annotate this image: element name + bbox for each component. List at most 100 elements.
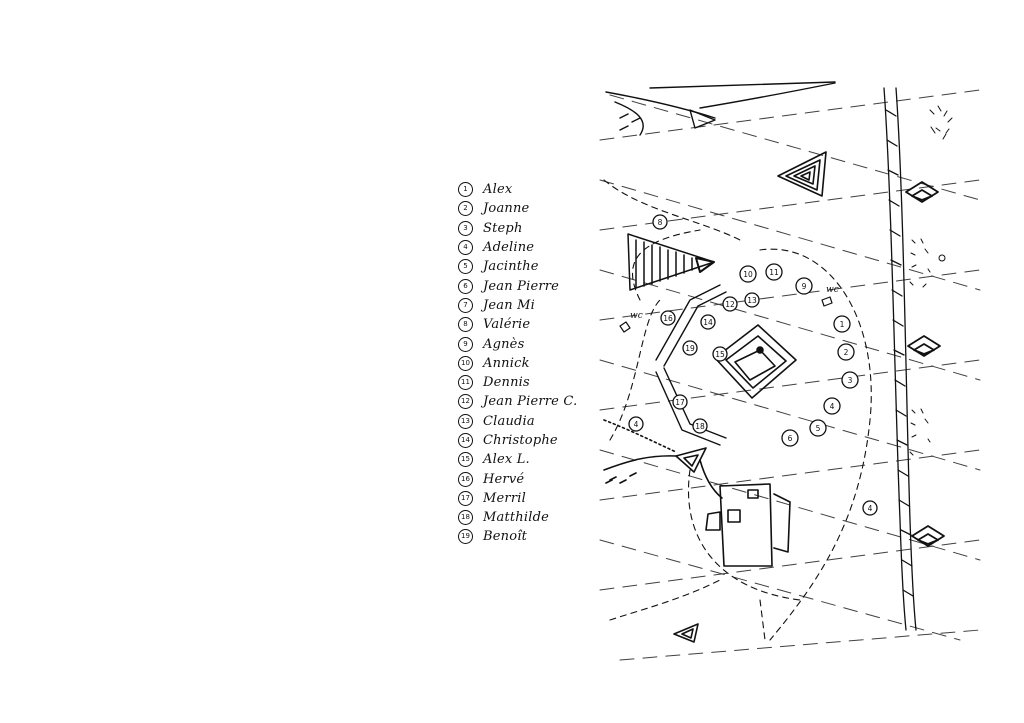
circulation-paths <box>603 179 872 641</box>
outer-seat-circle <box>809 419 827 437</box>
stone-wall <box>883 87 917 631</box>
inner-seat: 19 <box>682 340 698 356</box>
inner-seat: 15 <box>712 346 728 362</box>
stray-marker: 4 <box>628 416 644 432</box>
legend-number: 16 <box>458 471 473 487</box>
inner-seat-number: 14 <box>703 318 713 327</box>
legend-row: 9 Agnès <box>458 334 598 353</box>
outer-seat: 9 <box>795 277 813 295</box>
legend-name: Steph <box>483 220 523 236</box>
inner-seat: 13 <box>744 292 760 308</box>
outer-seat-circle <box>841 371 859 389</box>
inner-seat-circle <box>692 418 708 434</box>
legend-number: 11 <box>458 375 473 391</box>
legend-number: 10 <box>458 355 473 371</box>
legend-row: 13 Claudia <box>458 412 598 431</box>
outer-seat-number: 10 <box>743 270 753 279</box>
legend-row: 7 Jean Mi <box>458 296 598 315</box>
legend-name: Jean Pierre C. <box>483 394 578 410</box>
inner-seat: 17 <box>672 394 688 410</box>
legend-number: 2 <box>458 201 473 217</box>
legend-number: 18 <box>458 510 473 526</box>
legend-row: 19 Benoît <box>458 527 598 546</box>
legend-name: Jacinthe <box>483 259 539 275</box>
outer-seat-number: 5 <box>816 424 821 433</box>
hatched-triangle-left <box>627 233 715 291</box>
vegetation <box>909 105 953 456</box>
legend-number: 13 <box>458 413 473 429</box>
legend-number: 8 <box>458 317 473 333</box>
legend-number: 5 <box>458 259 473 275</box>
legend-name: Jean Mi <box>483 297 536 313</box>
legend-name: Dennis <box>483 375 530 391</box>
ground-grid <box>599 89 981 661</box>
outer-seat: 5 <box>809 419 827 437</box>
outer-seat-circle <box>765 263 783 281</box>
inner-seat-circle <box>712 346 728 362</box>
outer-seat-number: 9 <box>802 282 807 291</box>
legend-name: Claudia <box>483 413 535 429</box>
wc-label-right: wc <box>826 285 839 295</box>
legend-name: Agnès <box>483 336 525 352</box>
legend-name: Hervé <box>483 471 525 487</box>
outer-seat-number: 6 <box>788 434 793 443</box>
legend-row: 3 Steph <box>458 219 598 238</box>
legend-name: Alex <box>483 182 513 198</box>
legend-number: 7 <box>458 297 473 313</box>
outer-seat: 6 <box>781 429 799 447</box>
legend-number: 12 <box>458 394 473 410</box>
bench-ring <box>655 284 727 446</box>
legend-row: 5 Jacinthe <box>458 257 598 276</box>
legend-row: 12 Jean Pierre C. <box>458 392 598 411</box>
inner-seat-circle <box>682 340 698 356</box>
wc-markers <box>619 296 833 333</box>
legend-name: Adeline <box>483 240 535 256</box>
outer-seat-circle <box>837 343 855 361</box>
legend-number: 14 <box>458 433 473 448</box>
legend-number: 19 <box>458 529 473 545</box>
inner-seat-number: 18 <box>695 422 705 431</box>
legend-row: 16 Hervé <box>458 469 598 488</box>
inner-seat-circle <box>744 292 760 308</box>
outer-seat: 3 <box>841 371 859 389</box>
outer-seat-number: 4 <box>830 402 835 411</box>
inner-seat: 14 <box>700 314 716 330</box>
outer-seat: 4 <box>823 397 841 415</box>
legend-row: 2 Joanne <box>458 199 598 218</box>
legend-number: 9 <box>458 336 473 352</box>
inner-seat-ring: 12 13 14 15 16 17 18 19 <box>660 292 760 434</box>
inner-seat-number: 16 <box>663 314 673 323</box>
inner-seat-circle <box>722 296 738 312</box>
inner-seat: 18 <box>692 418 708 434</box>
wc-label-left: wc <box>630 311 643 321</box>
inner-seat-number: 12 <box>725 300 735 309</box>
legend-name: Annick <box>483 355 530 371</box>
legend-name: Jean Pierre <box>483 278 560 294</box>
outer-seat-circle <box>833 315 851 333</box>
legend-name: Christophe <box>483 433 558 448</box>
stray-marker-number: 4 <box>634 420 639 429</box>
legend-number: 3 <box>458 220 473 236</box>
stray-marker-number: 8 <box>658 218 663 227</box>
stray-marker-number: 4 <box>868 504 873 513</box>
legend-row: 14 Christophe <box>458 431 598 450</box>
outer-seat-circle <box>823 397 841 415</box>
stray-markers: 8 4 4 <box>628 214 878 516</box>
outer-seat-number: 11 <box>769 268 779 277</box>
inner-seat-number: 19 <box>685 344 695 353</box>
stray-marker-circle <box>652 214 668 230</box>
legend-name: Joanne <box>483 201 530 217</box>
legend-name: Alex L. <box>483 452 530 468</box>
legend-name: Benoît <box>483 529 528 545</box>
inner-seat-circle <box>672 394 688 410</box>
inner-seat-number: 17 <box>675 398 685 407</box>
inner-seat: 12 <box>722 296 738 312</box>
